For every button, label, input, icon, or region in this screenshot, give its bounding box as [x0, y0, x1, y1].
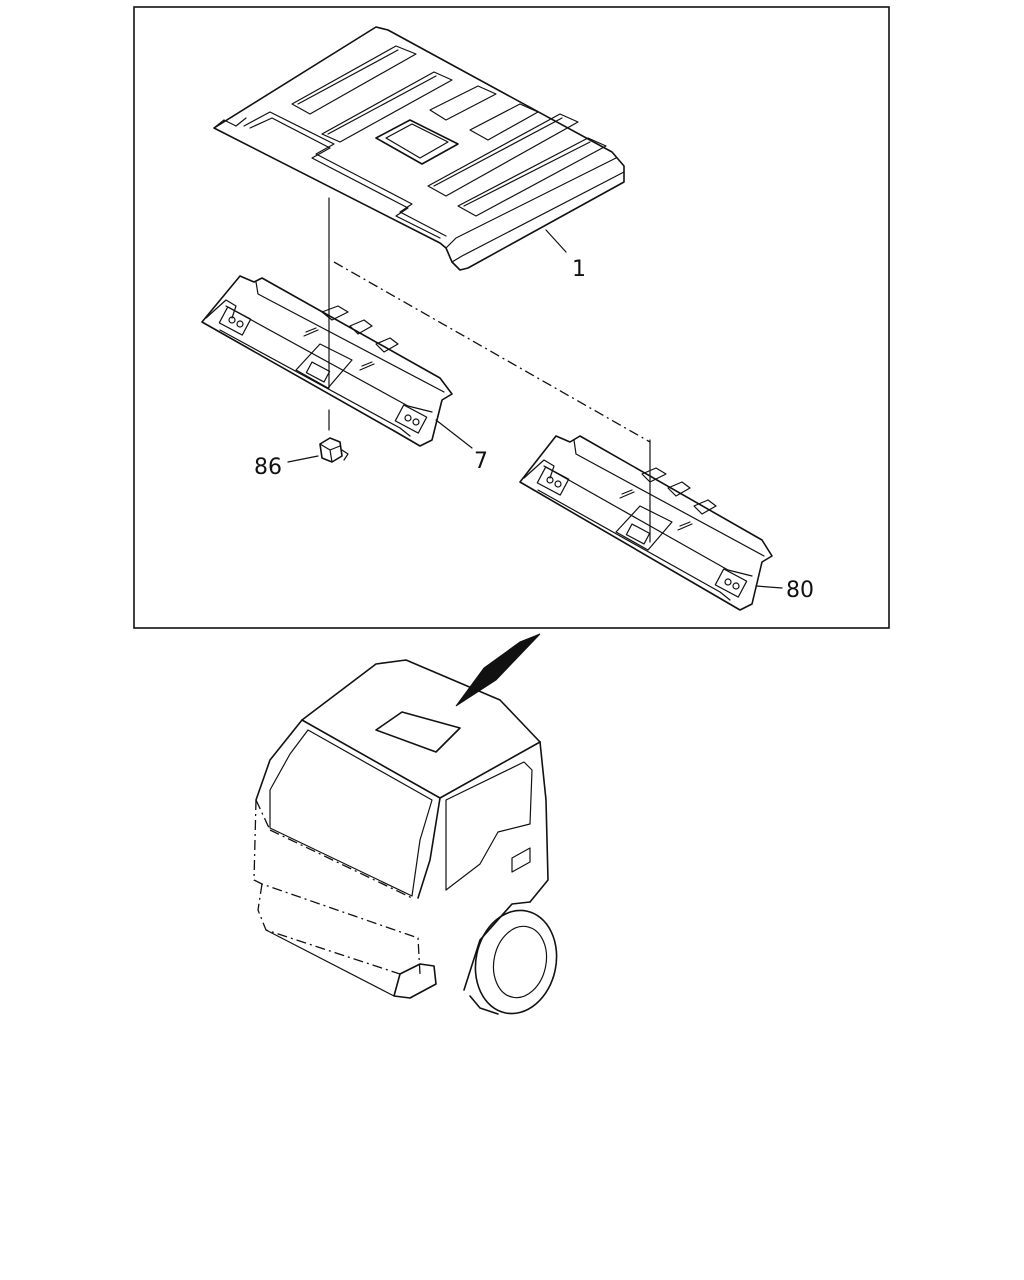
callout-roof-panel: 1	[572, 257, 586, 282]
headliner-front-part	[201, 275, 453, 447]
callout-headliner-front: 7	[474, 449, 488, 474]
callout-clip: 86	[254, 455, 282, 480]
callout-headliner-alt: 80	[786, 578, 814, 603]
leader-clip	[287, 455, 319, 463]
roof-panel-part	[213, 26, 625, 271]
clip-part	[319, 437, 349, 463]
leader-headliner-front	[435, 419, 473, 449]
leader-headliner-alt	[755, 585, 783, 589]
truck-cab-overview	[253, 659, 558, 1015]
location-pointer	[455, 633, 541, 707]
headliner-alt-part	[519, 435, 773, 611]
exploded-view-frame	[133, 6, 890, 629]
assembly-line-diagonal	[333, 261, 651, 443]
